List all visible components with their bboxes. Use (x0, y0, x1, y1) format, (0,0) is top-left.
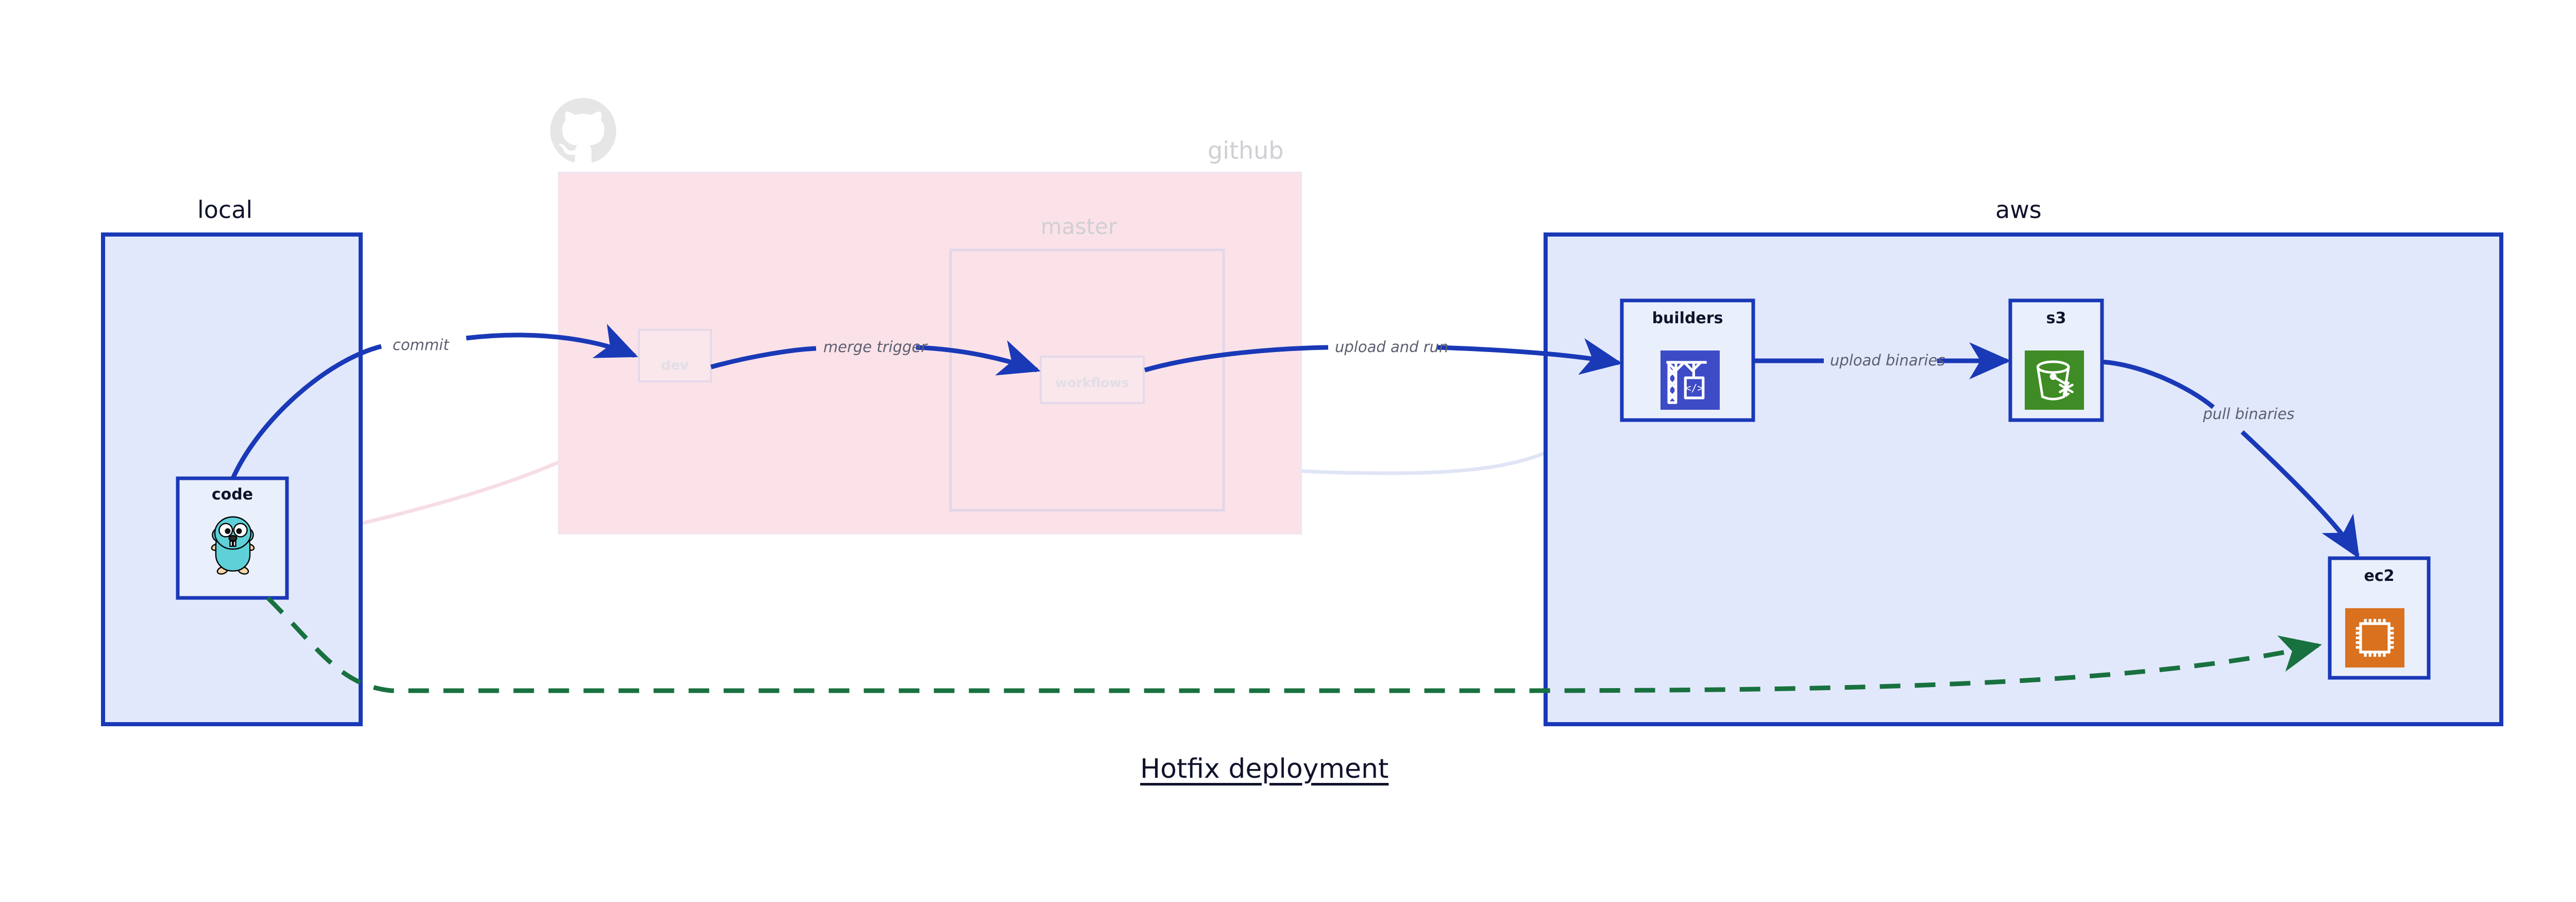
node-label-builders: builders (1652, 309, 1723, 327)
aws-s3-bucket-icon (2025, 350, 2084, 410)
node-label-s3: s3 (2046, 309, 2066, 327)
group-label-aws: aws (1995, 196, 2042, 224)
edge-merge-trigger-tail (916, 340, 1041, 376)
edge-label-commit: commit (393, 336, 449, 354)
edge-pull-binaries-tail (2240, 430, 2360, 559)
edge-upload-and-run-tail (1437, 338, 1623, 375)
group-label-github: github (1208, 137, 1284, 164)
edge-commit-tail (466, 324, 638, 358)
edge-pull-binaries (2102, 359, 2215, 409)
aws-ec2-chip-icon (2345, 608, 2404, 667)
edge-label-merge-trigger: merge trigger (823, 338, 927, 356)
group-label-local: local (197, 196, 253, 224)
edge-label-upload-binaries: upload binaries (1830, 352, 1945, 369)
node-label-workflows: workflows (1055, 375, 1129, 390)
edge-label-pull-binaries: pull binaries (2203, 405, 2295, 423)
svg-text:</>: </> (1685, 382, 1703, 394)
node-box-dev[interactable] (638, 329, 712, 382)
node-label-ec2: ec2 (2364, 567, 2395, 585)
node-label-code: code (211, 486, 253, 504)
aws-codebuild-crane-icon: </> (1660, 350, 1720, 410)
diagram-title: Hotfix deployment (1140, 754, 1389, 784)
edge-label-upload-and-run: upload and run (1335, 338, 1449, 356)
github-octocat-icon (550, 98, 616, 162)
group-label-master: master (1041, 214, 1117, 239)
edge-commit (230, 344, 382, 479)
node-label-dev: dev (661, 358, 689, 373)
node-box-workflows[interactable] (1040, 356, 1145, 404)
edge-hotfix-direct (266, 596, 2323, 693)
edge-upload-and-run (1144, 345, 1329, 373)
go-gopher-icon (211, 516, 255, 575)
edge-merge-trigger (710, 346, 817, 370)
